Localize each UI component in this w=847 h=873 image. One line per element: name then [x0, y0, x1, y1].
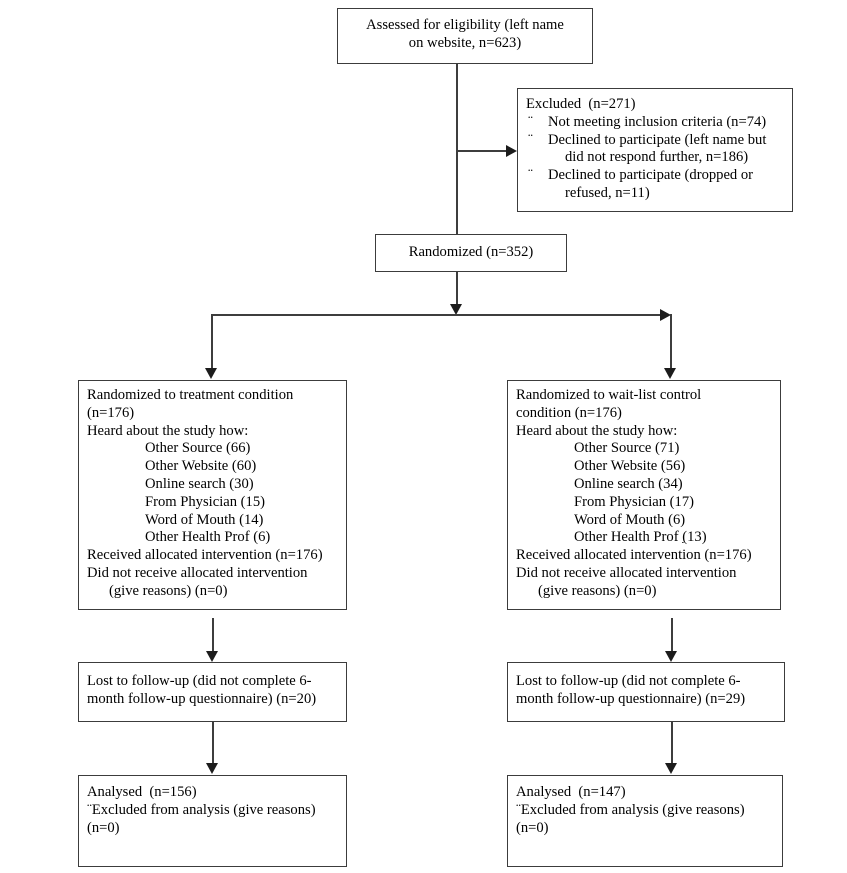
treatment-source: Word of Mouth (14) [145, 511, 264, 528]
arrowhead-treatment-icon [205, 368, 217, 379]
treatment-not-received-line1: Did not receive allocated intervention [87, 564, 308, 581]
arrowhead-split-right-icon [660, 309, 671, 321]
bullet-icon: ¨ [528, 113, 533, 130]
control-line2: condition (n=176) [516, 404, 622, 421]
control-source-rest: 13) [687, 529, 707, 546]
connector-split-horizontal [212, 314, 664, 316]
lost-control-line1: Lost to follow-up (did not complete 6- [516, 673, 741, 689]
analysed-control-line3: (n=0) [516, 819, 549, 836]
analysed-treatment-box: Analysed (n=156) ¨Excluded from analysis… [78, 775, 347, 867]
connector-treatment-to-lost [212, 618, 214, 652]
assessed-line2: on website, n=623) [408, 34, 522, 51]
control-not-received-line1: Did not receive allocated intervention [516, 564, 737, 581]
connector-lost-to-analysed-control [671, 722, 673, 764]
connector-lost-to-analysed-treatment [212, 722, 214, 764]
lost-treatment-line1: Lost to follow-up (did not complete 6- [87, 673, 312, 689]
connector-control-to-lost [671, 618, 673, 652]
control-source-health-prof: Other Health Prof (13) [574, 529, 776, 547]
analysed-treatment-line2: ¨Excluded from analysis (give reasons) [87, 801, 316, 818]
treatment-heard-label: Heard about the study how: [87, 422, 249, 439]
connector-assessed-to-randomized [456, 64, 458, 234]
excluded-box: Excluded (n=271) ¨ Not meeting inclusion… [517, 88, 793, 212]
bullet-icon: ¨ [528, 167, 533, 184]
connector-randomized-to-split [456, 272, 458, 304]
analysed-control-line1: Analysed (n=147) [516, 784, 626, 800]
connector-to-excluded [457, 150, 507, 152]
control-source-prefix: Other Health Prof [574, 529, 683, 546]
connector-split-to-treatment [211, 314, 213, 368]
analysed-control-line2: ¨Excluded from analysis (give reasons) [516, 801, 745, 818]
excluded-item-continuation: refused, n=11) [565, 184, 650, 201]
treatment-received: Received allocated intervention (n=176) [87, 547, 323, 564]
control-source: Word of Mouth (6) [574, 511, 686, 528]
arrowhead-lost-treatment-icon [206, 651, 218, 662]
control-source: From Physician (17) [574, 493, 694, 510]
control-box: Randomized to wait-list control conditio… [507, 380, 781, 610]
arrowhead-split-center-icon [450, 304, 462, 315]
treatment-source: From Physician (15) [145, 493, 265, 510]
control-heard-label: Heard about the study how: [516, 422, 678, 439]
lost-control-line2: month follow-up questionnaire) (n=29) [516, 690, 746, 707]
control-source: Other Website (56) [574, 458, 686, 475]
treatment-box: Randomized to treatment condition (n=176… [78, 380, 347, 610]
lost-control-box: Lost to follow-up (did not complete 6- m… [507, 662, 785, 722]
treatment-source: Other Website (60) [145, 458, 257, 475]
randomized-label: Randomized (n=352) [408, 244, 534, 260]
arrowhead-control-icon [664, 368, 676, 379]
excluded-item-text: Declined to participate (dropped or [548, 167, 754, 184]
connector-split-to-control [670, 314, 672, 368]
excluded-item: ¨ Declined to participate (left name but [526, 132, 788, 150]
assessed-box: Assessed for eligibility (left name on w… [337, 8, 593, 64]
treatment-line2: (n=176) [87, 404, 135, 421]
randomized-box: Randomized (n=352) [375, 234, 567, 272]
analysed-control-box: Analysed (n=147) ¨Excluded from analysis… [507, 775, 783, 867]
excluded-item: ¨ Declined to participate (dropped or [526, 167, 788, 185]
analysed-treatment-line1: Analysed (n=156) [87, 784, 197, 800]
treatment-not-received-line2: (give reasons) (n=0) [109, 582, 228, 599]
treatment-line1: Randomized to treatment condition [87, 387, 294, 403]
treatment-source: Other Source (66) [145, 440, 251, 457]
control-not-received-line2: (give reasons) (n=0) [538, 582, 657, 599]
lost-treatment-line2: month follow-up questionnaire) (n=20) [87, 690, 317, 707]
assessed-line1: Assessed for eligibility (left name [366, 17, 564, 33]
excluded-title: Excluded (n=271) [526, 96, 636, 112]
treatment-source: Online search (30) [145, 475, 254, 492]
control-source: Online search (34) [574, 475, 683, 492]
excluded-item: ¨ Not meeting inclusion criteria (n=74) [526, 114, 788, 132]
bullet-icon: ¨ [528, 131, 533, 148]
control-line1: Randomized to wait-list control [516, 387, 702, 403]
excluded-item-text: Declined to participate (left name but [548, 131, 767, 148]
arrowhead-analysed-treatment-icon [206, 763, 218, 774]
excluded-item-continuation: did not respond further, n=186) [565, 149, 749, 166]
control-received: Received allocated intervention (n=176) [516, 547, 752, 564]
control-source-underlined: ( [682, 529, 688, 546]
lost-treatment-box: Lost to follow-up (did not complete 6- m… [78, 662, 347, 722]
excluded-item-text: Not meeting inclusion criteria (n=74) [548, 113, 767, 130]
arrowhead-analysed-control-icon [665, 763, 677, 774]
analysed-treatment-line3: (n=0) [87, 819, 120, 836]
treatment-source: Other Health Prof (6) [145, 529, 271, 546]
arrowhead-excluded-icon [506, 145, 517, 157]
arrowhead-lost-control-icon [665, 651, 677, 662]
control-source: Other Source (71) [574, 440, 680, 457]
